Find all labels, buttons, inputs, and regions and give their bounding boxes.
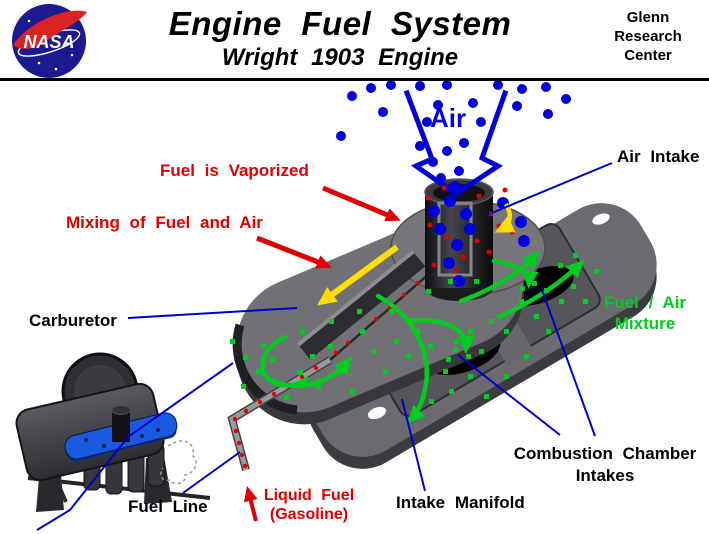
leader-combustion-2: [541, 289, 596, 437]
nasa-logo-text: NASA: [23, 32, 74, 52]
nasa-logo: NASA: [12, 4, 87, 78]
label-air: Air: [430, 103, 467, 133]
leader-combustion-1: [457, 354, 561, 436]
red-callout-arrows: [243, 185, 401, 522]
leader-air-intake: [486, 162, 613, 216]
label-intake-manifold: Intake Manifold: [396, 493, 525, 512]
label-mixing: Mixing of Fuel and Air: [66, 213, 263, 232]
leader-intake-manifold: [401, 398, 426, 492]
label-fuel-line: Fuel Line: [128, 497, 208, 516]
label-combustion-chamber-intakes: Combustion Chamber Intakes: [513, 444, 697, 485]
leader-lines: [36, 162, 613, 531]
fuel-line-tube: [227, 265, 439, 472]
leader-carburetor: [127, 307, 298, 319]
fuel-air-mixture-particles: [230, 253, 599, 404]
fuel-droplets-in-line: [232, 268, 435, 469]
leader-fuel-line: [182, 451, 241, 494]
yellow-vapor-arrow: [317, 244, 399, 306]
page-subtitle: Wright 1903 Engine: [221, 44, 459, 71]
label-fuel-air-mixture: Fuel / Air Mixture: [603, 293, 687, 333]
manifold-bolt-hole: [592, 213, 610, 225]
engine-illustration: [15, 352, 211, 512]
engine-ghost-outline: [160, 440, 197, 485]
manifold-bolt-hole: [367, 406, 387, 420]
org-line-3: Center: [624, 47, 672, 64]
label-liquid-fuel: Liquid Fuel (Gasoline): [263, 487, 355, 523]
label-fuel-vaporized: Fuel is Vaporized: [160, 161, 309, 180]
org-name: Glenn Research Center: [597, 8, 699, 65]
org-line-1: Glenn: [626, 9, 670, 26]
leader-engine-link: [36, 362, 234, 531]
nasa-logo-swoosh: [13, 10, 87, 49]
org-line-2: Research: [614, 28, 682, 45]
carburetor-groove: [299, 253, 426, 360]
header-divider: [0, 78, 709, 81]
label-carburetor: Carburetor: [29, 311, 117, 330]
air-particles: [336, 80, 571, 287]
page-title: Engine Fuel System: [168, 5, 512, 42]
label-air-intake: Air Intake: [617, 147, 700, 166]
mixture-flow-arrows: [260, 250, 585, 424]
